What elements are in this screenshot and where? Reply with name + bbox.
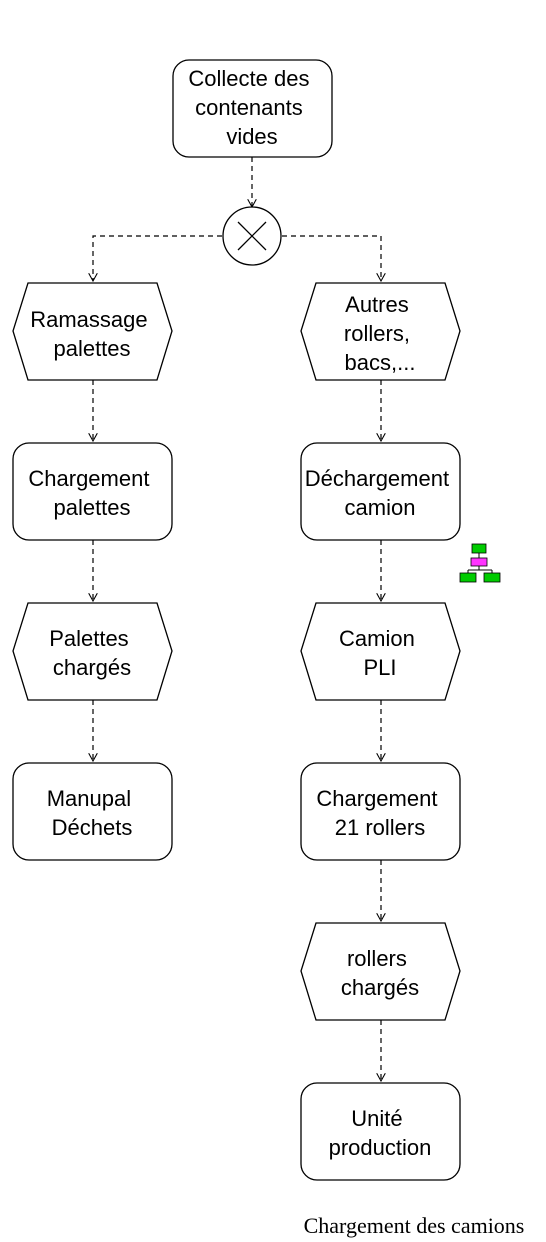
event-palettes-charges xyxy=(12,602,173,701)
function-unite-production xyxy=(300,1082,461,1181)
node-label-chargement-rollers: Chargement 21 rollers xyxy=(316,786,443,840)
function-chargement-palettes xyxy=(12,442,173,541)
node-label-chargement-palettes: Chargement palettes xyxy=(28,466,155,520)
function-manupal xyxy=(12,762,173,861)
connector-xor-ramassage xyxy=(93,235,222,281)
connector-xor-autres xyxy=(282,235,381,281)
event-camion-pli xyxy=(300,602,461,701)
node-label-dechargement: Déchargement camion xyxy=(305,466,455,520)
event-rollers-charges xyxy=(300,922,461,1021)
node-label-ramassage: Ramassage palettes xyxy=(30,307,154,361)
node-label-camion-pli: Camion PLI xyxy=(339,626,421,680)
connectors xyxy=(93,157,381,1081)
node-label-manupal: Manupal Déchets xyxy=(47,786,138,840)
diagram-caption: Chargement des camions xyxy=(304,1213,525,1238)
node-label-autres: Autres rollers, bacs,... xyxy=(344,292,416,375)
node-label-unite: Unité production xyxy=(329,1106,432,1160)
hierarchy-icon xyxy=(459,543,501,583)
node-label-palettes-charges: Palettes chargés xyxy=(49,626,135,680)
event-ramassage xyxy=(12,282,173,381)
function-collecte xyxy=(172,59,333,158)
node-label-rollers-charges: rollers chargés xyxy=(341,946,419,1000)
xor-connector-icon xyxy=(222,206,282,266)
function-chargement-rollers xyxy=(300,762,461,861)
function-dechargement-camion xyxy=(300,442,461,541)
event-autres xyxy=(300,282,461,381)
node-label-collecte: Collecte des contenants vides xyxy=(188,66,315,149)
